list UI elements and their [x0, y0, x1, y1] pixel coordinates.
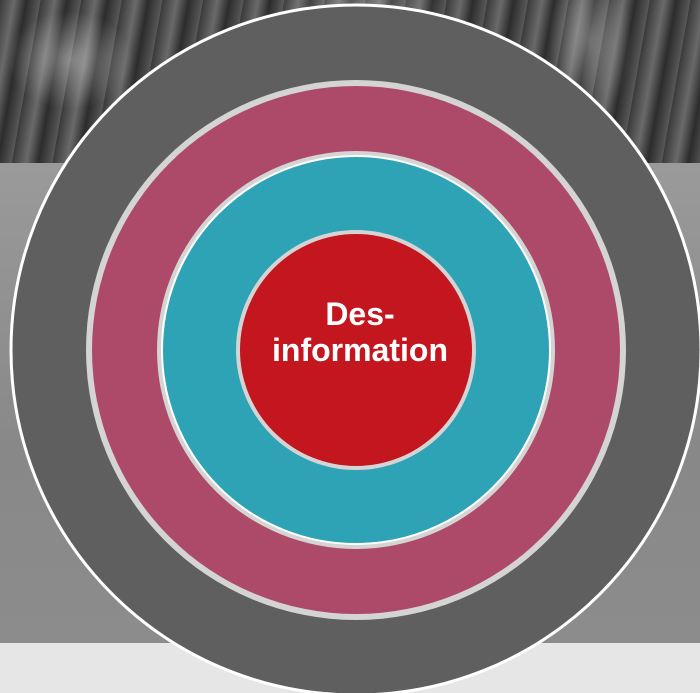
center-label: Des- information — [240, 296, 480, 368]
center-label-line1: Des- — [325, 296, 395, 332]
center-label-line2: information — [272, 332, 448, 368]
center-circle — [240, 234, 472, 466]
